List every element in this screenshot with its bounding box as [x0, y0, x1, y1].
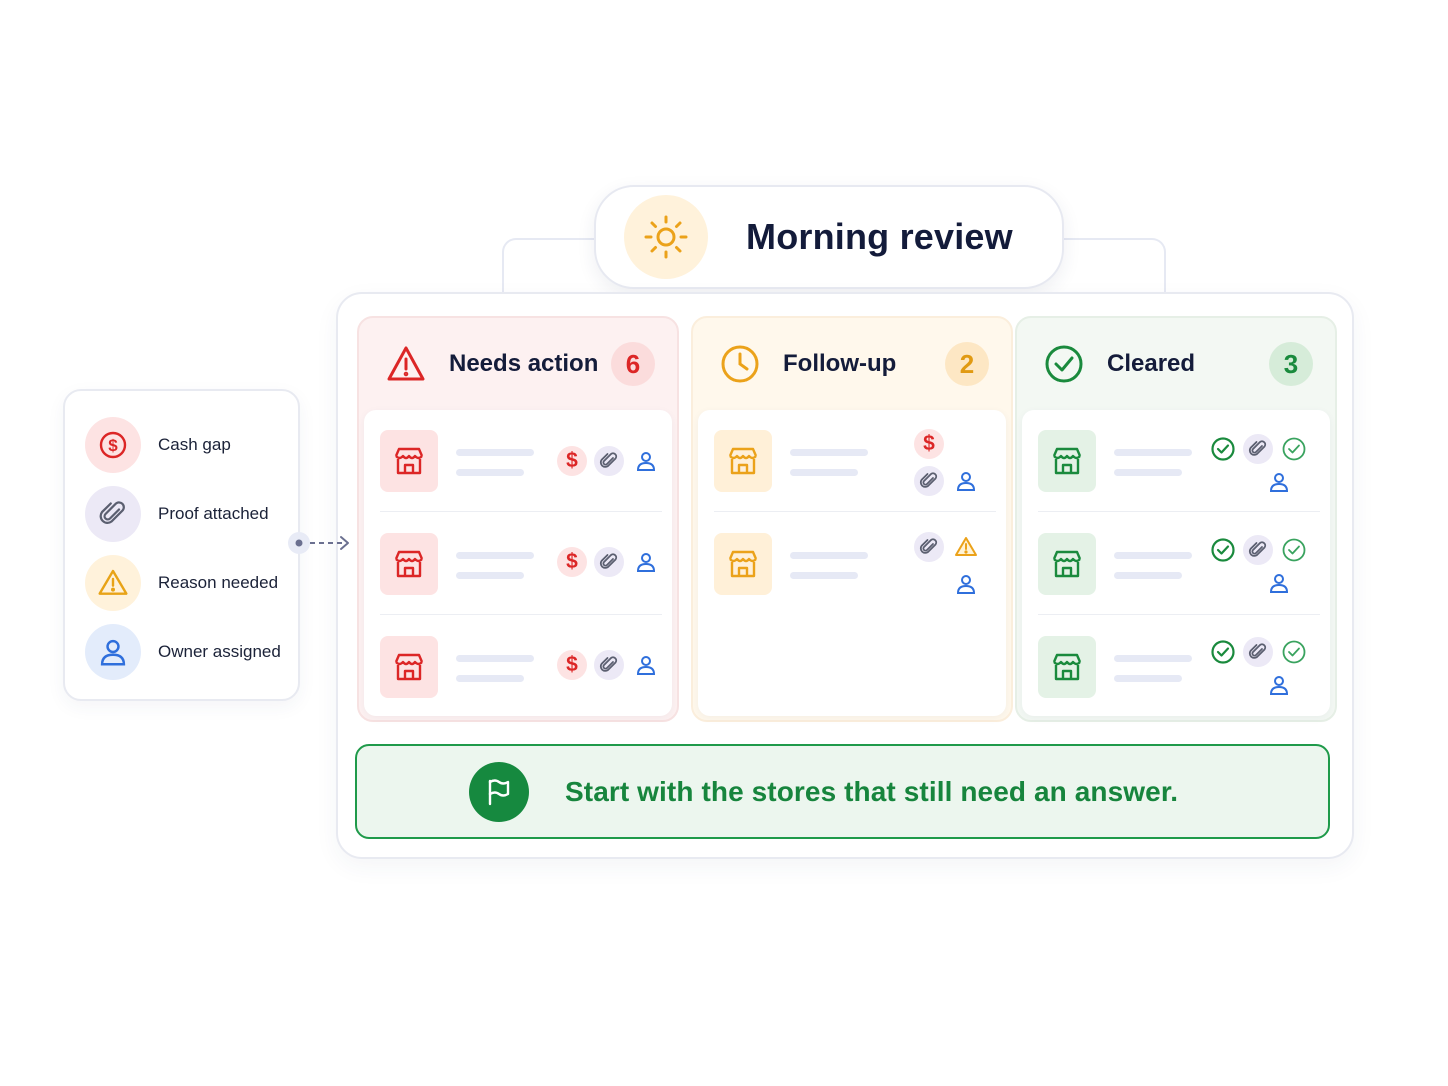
store-card[interactable]: [1038, 633, 1320, 701]
placeholder-line: [456, 449, 534, 456]
store-icon: [380, 533, 438, 595]
check-circle-icon: [1208, 535, 1238, 565]
placeholder-line: [456, 675, 524, 682]
user-icon: [951, 569, 981, 599]
user-icon: [1264, 670, 1294, 700]
column-header: Cleared 3: [1017, 318, 1335, 410]
column-title: Cleared: [1107, 350, 1196, 377]
check-circle-icon: [1208, 637, 1238, 667]
store-icon: [380, 636, 438, 698]
dashed-arrow-icon: [288, 532, 349, 554]
dollar-icon: $: [914, 429, 944, 459]
placeholder-line: [1114, 552, 1192, 559]
legend-item-reason-needed: Reason needed: [85, 555, 295, 611]
placeholder-line: [1114, 675, 1182, 682]
svg-text:$: $: [108, 436, 118, 455]
dollar-icon: $: [557, 547, 587, 577]
count-badge: 3: [1269, 342, 1313, 386]
store-icon: [714, 430, 772, 492]
paperclip-icon: [594, 446, 624, 476]
paperclip-icon: [914, 466, 944, 496]
dollar-circle-icon: $: [85, 417, 141, 473]
placeholder-line: [1114, 469, 1182, 476]
column-title: Follow-up: [783, 350, 897, 377]
placeholder-line: [456, 655, 534, 662]
placeholder-line: [790, 572, 858, 579]
user-icon: [85, 624, 141, 680]
placeholder-line: [1114, 449, 1192, 456]
legend-item-proof-attached: Proof attached: [85, 486, 295, 542]
paperclip-icon: [85, 486, 141, 542]
user-icon: [631, 547, 661, 577]
store-card[interactable]: $: [380, 427, 662, 512]
column-title: Needs action: [449, 350, 599, 377]
sun-icon: [624, 195, 708, 279]
warning-triangle-icon: [85, 555, 141, 611]
placeholder-line: [1114, 572, 1182, 579]
store-card[interactable]: $: [714, 427, 996, 512]
placeholder-line: [790, 552, 868, 559]
user-icon: [631, 650, 661, 680]
paperclip-icon: [594, 547, 624, 577]
placeholder-line: [790, 469, 858, 476]
check-circle-icon: [1208, 434, 1238, 464]
placeholder-line: [456, 469, 524, 476]
legend-label: Reason needed: [158, 573, 279, 592]
store-icon: [714, 533, 772, 595]
store-card[interactable]: [714, 530, 996, 598]
paperclip-icon: [1243, 535, 1273, 565]
store-card[interactable]: $: [380, 633, 662, 701]
dollar-icon: $: [557, 446, 587, 476]
store-icon: [1038, 430, 1096, 492]
placeholder-line: [1114, 655, 1192, 662]
column-cleared: Cleared 3: [1015, 316, 1337, 722]
count-badge: 6: [611, 342, 655, 386]
page-header: Morning review: [594, 185, 1064, 289]
user-icon: [1264, 467, 1294, 497]
check-circle-icon: [1279, 434, 1309, 464]
legend-item-cash-gap: $ Cash gap: [85, 417, 295, 473]
check-circle-icon: [1043, 343, 1085, 390]
paperclip-icon: [1243, 637, 1273, 667]
page-title: Morning review: [746, 216, 1013, 257]
warning-triangle-icon: [951, 532, 981, 562]
column-follow-up: Follow-up 2 $: [691, 316, 1013, 722]
banner-text: Start with the stores that still need an…: [565, 775, 1179, 807]
legend-label: Owner assigned: [158, 642, 281, 661]
card-list: [1022, 410, 1330, 716]
clock-icon: [719, 343, 761, 390]
store-card[interactable]: [1038, 427, 1320, 512]
store-card[interactable]: $: [380, 530, 662, 615]
card-list: $: [698, 410, 1006, 716]
user-icon: [631, 446, 661, 476]
column-header: Follow-up 2: [693, 318, 1011, 410]
placeholder-line: [456, 552, 534, 559]
placeholder-line: [456, 572, 524, 579]
callout-banner: Start with the stores that still need an…: [355, 744, 1330, 839]
paperclip-icon: [1243, 434, 1273, 464]
count-badge: 2: [945, 342, 989, 386]
legend-label: Proof attached: [158, 504, 269, 523]
warning-triangle-icon: [385, 343, 427, 390]
store-icon: [380, 430, 438, 492]
check-circle-icon: [1279, 535, 1309, 565]
paperclip-icon: [914, 532, 944, 562]
store-card[interactable]: [1038, 530, 1320, 615]
legend-panel: $ Cash gap Proof attached Reason needed …: [63, 389, 300, 701]
column-needs-action: Needs action 6 $ $: [357, 316, 679, 722]
store-icon: [1038, 636, 1096, 698]
dollar-icon: $: [557, 650, 587, 680]
legend-label: Cash gap: [158, 435, 231, 454]
store-icon: [1038, 533, 1096, 595]
check-circle-icon: [1279, 637, 1309, 667]
column-header: Needs action 6: [359, 318, 677, 410]
paperclip-icon: [594, 650, 624, 680]
placeholder-line: [790, 449, 868, 456]
flag-icon: [469, 761, 529, 822]
user-icon: [951, 466, 981, 496]
legend-item-owner-assigned: Owner assigned: [85, 624, 295, 680]
card-list: $ $: [364, 410, 672, 716]
user-icon: [1264, 568, 1294, 598]
